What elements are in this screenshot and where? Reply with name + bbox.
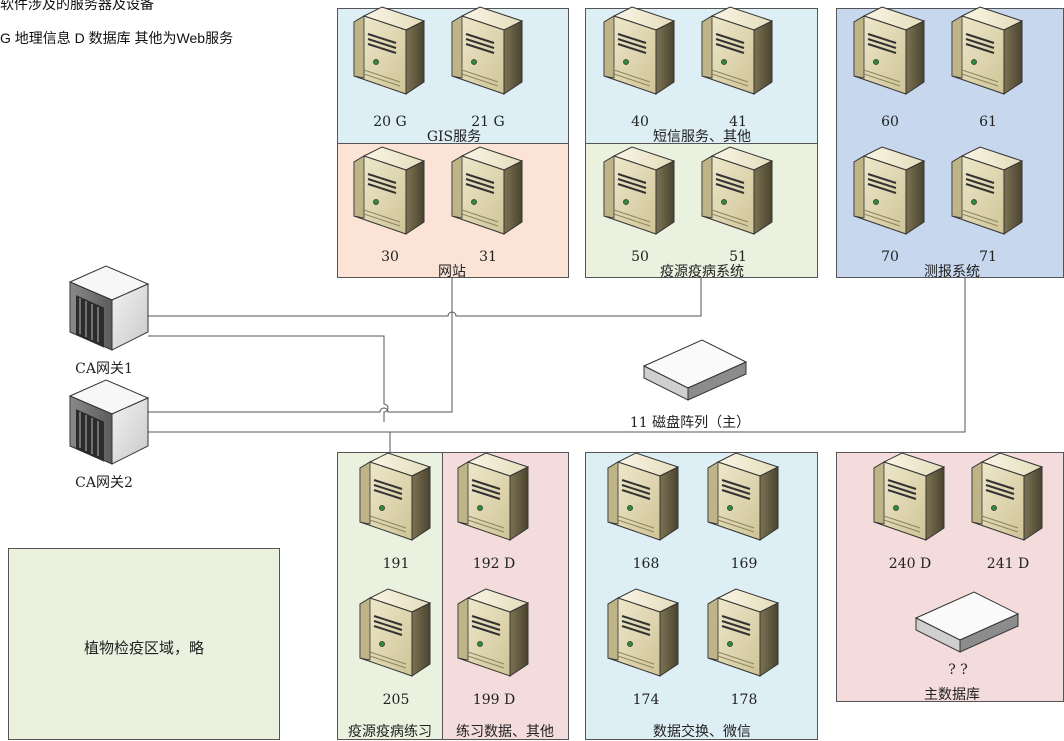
- server-178-icon: [704, 588, 780, 680]
- server-169-label: 169: [730, 556, 758, 572]
- zone-epidemic-practice-label: 疫源疫病练习: [348, 724, 432, 740]
- server-21-label: 21 G: [471, 114, 505, 130]
- zone-gis-label: GIS服务: [426, 129, 482, 145]
- header-legend: G 地理信息 D 数据库 其他为Web服务: [0, 30, 234, 46]
- server-50-label: 50: [631, 249, 649, 265]
- disk-array-unknown-label: ? ?: [948, 662, 968, 678]
- gateway-1-icon: [60, 262, 152, 354]
- server-168-icon: [604, 452, 680, 544]
- zone-sms-label: 短信服务、其他: [653, 129, 751, 145]
- server-61-label: 61: [979, 114, 997, 130]
- server-240-label: 240 D: [888, 556, 932, 572]
- server-51-label: 51: [729, 249, 747, 265]
- gateway-2-icon: [60, 376, 152, 468]
- server-241-label: 241 D: [986, 556, 1030, 572]
- server-41-icon: [698, 6, 774, 98]
- server-191-icon: [356, 452, 432, 544]
- server-41-label: 41: [729, 114, 747, 130]
- disk-array-main-label: 11 磁盘阵列（主）: [629, 415, 751, 431]
- zone-main-db-label: 主数据库: [924, 687, 980, 703]
- server-31-icon: [448, 146, 524, 238]
- zone-plant: [8, 548, 280, 740]
- zone-plant-label: 植物检疫区域，略: [83, 639, 205, 657]
- server-40-label: 40: [631, 114, 649, 130]
- zone-exchange-label: 数据交换、微信: [653, 724, 751, 740]
- server-30-icon: [350, 146, 426, 238]
- server-174-label: 174: [632, 692, 660, 708]
- server-60-label: 60: [881, 114, 899, 130]
- server-60-icon: [850, 6, 926, 98]
- server-191-label: 191: [382, 556, 410, 572]
- server-31-label: 31: [479, 249, 497, 265]
- server-40-icon: [600, 6, 676, 98]
- disk-array-unknown-icon: [912, 588, 1022, 654]
- server-199-icon: [454, 588, 530, 680]
- server-205-icon: [356, 588, 432, 680]
- zone-website-label: 网站: [438, 264, 466, 280]
- server-199-label: 199 D: [472, 692, 516, 708]
- gateway-1-label: CA网关1: [75, 361, 133, 377]
- server-30-label: 30: [381, 249, 399, 265]
- server-21-icon: [448, 6, 524, 98]
- server-205-label: 205: [382, 692, 410, 708]
- server-51-icon: [698, 146, 774, 238]
- server-174-icon: [604, 588, 680, 680]
- server-178-label: 178: [730, 692, 758, 708]
- server-192-label: 192 D: [472, 556, 516, 572]
- gateway-2-label: CA网关2: [75, 475, 133, 491]
- server-71-label: 71: [979, 249, 997, 265]
- server-241-icon: [968, 452, 1044, 544]
- zone-forecast-label: 测报系统: [924, 264, 980, 280]
- server-168-label: 168: [632, 556, 660, 572]
- server-50-icon: [600, 146, 676, 238]
- server-20-label: 20 G: [373, 114, 407, 130]
- server-70-label: 70: [881, 249, 899, 265]
- disk-array-main-icon: [640, 336, 750, 402]
- server-71-icon: [948, 146, 1024, 238]
- zone-epidemic-label: 疫源疫病系统: [660, 264, 744, 280]
- server-169-icon: [704, 452, 780, 544]
- server-240-icon: [870, 452, 946, 544]
- server-192-icon: [454, 452, 530, 544]
- server-70-icon: [850, 146, 926, 238]
- header-title: 软件涉及的服务器及设备: [0, 0, 154, 12]
- server-61-icon: [948, 6, 1024, 98]
- zone-practice-data-label: 练习数据、其他: [456, 724, 554, 740]
- server-20-icon: [350, 6, 426, 98]
